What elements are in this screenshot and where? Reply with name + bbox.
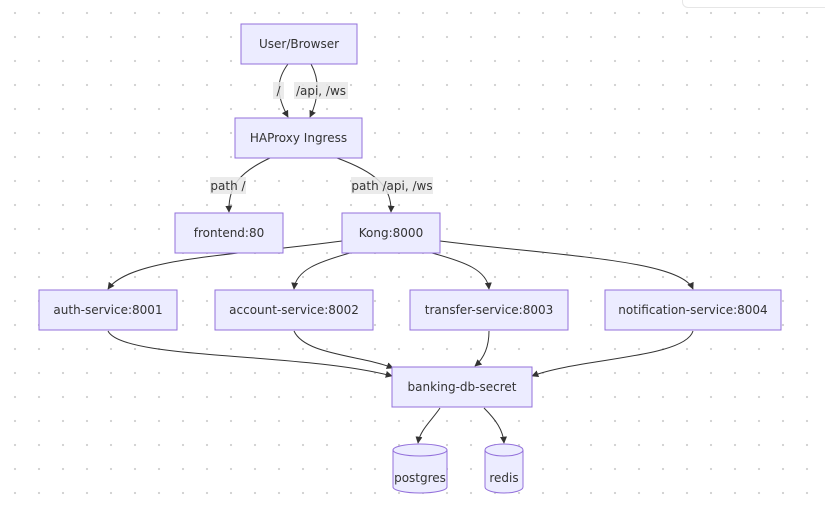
edge-auth-to-secret <box>107 330 393 378</box>
edge-secret-to-redis <box>483 407 508 444</box>
svg-text:notification-service:8004: notification-service:8004 <box>618 303 767 317</box>
edge-notification-to-secret <box>531 330 694 378</box>
node-notification-service[interactable]: notification-service:8004 <box>604 289 782 331</box>
edge-kong-to-account <box>291 252 351 290</box>
edge-label-root: / <box>273 82 284 99</box>
svg-text:User/Browser: User/Browser <box>259 37 339 51</box>
svg-text:postgres: postgres <box>394 471 446 485</box>
node-transfer-service[interactable]: transfer-service:8003 <box>409 289 569 331</box>
node-haproxy-ingress[interactable]: HAProxy Ingress <box>234 117 363 159</box>
svg-text:account-service:8002: account-service:8002 <box>229 303 359 317</box>
node-frontend[interactable]: frontend:80 <box>174 212 284 254</box>
edge-kong-to-auth <box>107 240 343 290</box>
node-user-browser[interactable]: User/Browser <box>240 23 358 65</box>
node-kong[interactable]: Kong:8000 <box>341 212 441 254</box>
svg-text:frontend:80: frontend:80 <box>194 226 264 240</box>
edge-secret-to-postgres <box>415 407 441 444</box>
corner-panel <box>682 0 825 8</box>
node-redis-cylinder[interactable]: redis <box>484 443 524 494</box>
svg-text:HAProxy Ingress: HAProxy Ingress <box>250 131 347 145</box>
edge-account-to-secret <box>293 330 394 369</box>
edge-label-path-root: path / <box>210 177 247 194</box>
edge-kong-to-notification <box>439 240 694 290</box>
edge-kong-to-transfer <box>431 252 492 290</box>
edges <box>107 63 694 444</box>
svg-text:path /: path / <box>210 179 246 193</box>
edge-transfer-to-secret <box>474 330 490 367</box>
node-account-service[interactable]: account-service:8002 <box>214 289 374 331</box>
svg-text:/: / <box>276 84 281 98</box>
svg-text:Kong:8000: Kong:8000 <box>359 226 423 240</box>
edge-label-path-api-ws: path /api, /ws <box>351 177 433 194</box>
svg-text:auth-service:8001: auth-service:8001 <box>53 303 162 317</box>
edge-label-api-ws: /api, /ws <box>294 82 348 99</box>
svg-text:transfer-service:8003: transfer-service:8003 <box>425 303 554 317</box>
svg-text:banking-db-secret: banking-db-secret <box>408 380 517 394</box>
svg-text:/api, /ws: /api, /ws <box>296 84 346 98</box>
node-postgres-cylinder[interactable]: postgres <box>392 443 448 494</box>
node-auth-service[interactable]: auth-service:8001 <box>38 289 178 331</box>
node-banking-db-secret[interactable]: banking-db-secret <box>391 366 533 408</box>
svg-text:redis: redis <box>489 471 518 485</box>
svg-text:path /api, /ws: path /api, /ws <box>351 179 432 193</box>
